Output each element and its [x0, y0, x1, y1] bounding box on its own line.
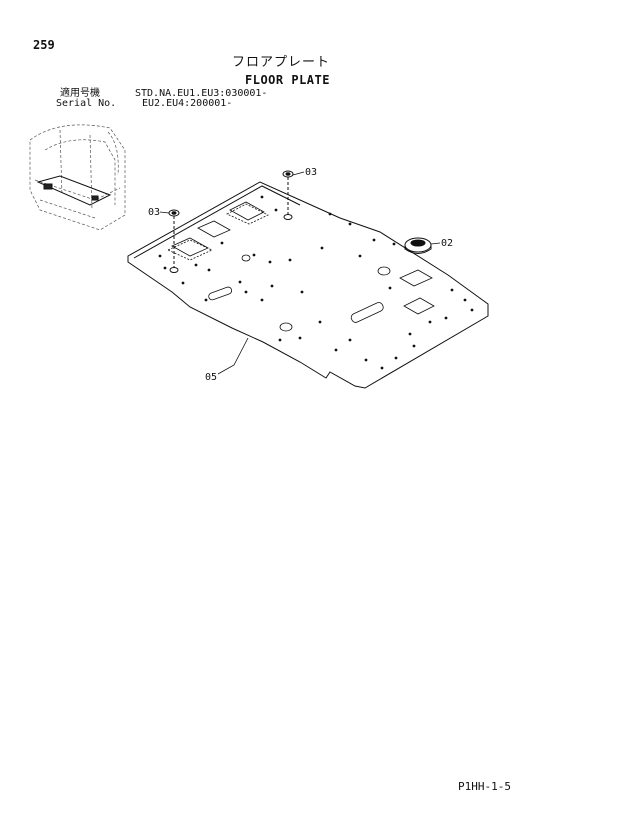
serial-number-label: Serial No. — [56, 98, 117, 109]
callout-grommet-top: 03 — [305, 167, 317, 178]
cab-floor-highlight — [36, 175, 112, 206]
page-title: FLOOR PLATE — [245, 73, 330, 87]
cover-part — [404, 237, 432, 254]
page-title-japanese: フロアプレート — [232, 55, 331, 70]
page-number: 259 — [33, 38, 55, 52]
leader-lines — [159, 171, 441, 375]
floor-plate — [127, 181, 489, 389]
applicability-label: 適用号機 — [60, 88, 100, 99]
bolt-holes — [158, 195, 474, 370]
cab-locator-thumbnail — [29, 124, 126, 231]
callout-floor-plate: 05 — [205, 372, 217, 383]
applicability-line-1: STD.NA.EU1.EU3:030001- — [135, 88, 268, 99]
grommet-left — [168, 209, 180, 273]
grommet-top — [282, 170, 294, 220]
callout-grommet-left: 03 — [148, 207, 160, 218]
footer-code: P1HH-1-5 — [458, 780, 511, 793]
callout-cover: 02 — [441, 238, 453, 249]
applicability-line-2: EU2.EU4:200001- — [142, 98, 233, 109]
plate-cutouts — [167, 201, 435, 332]
